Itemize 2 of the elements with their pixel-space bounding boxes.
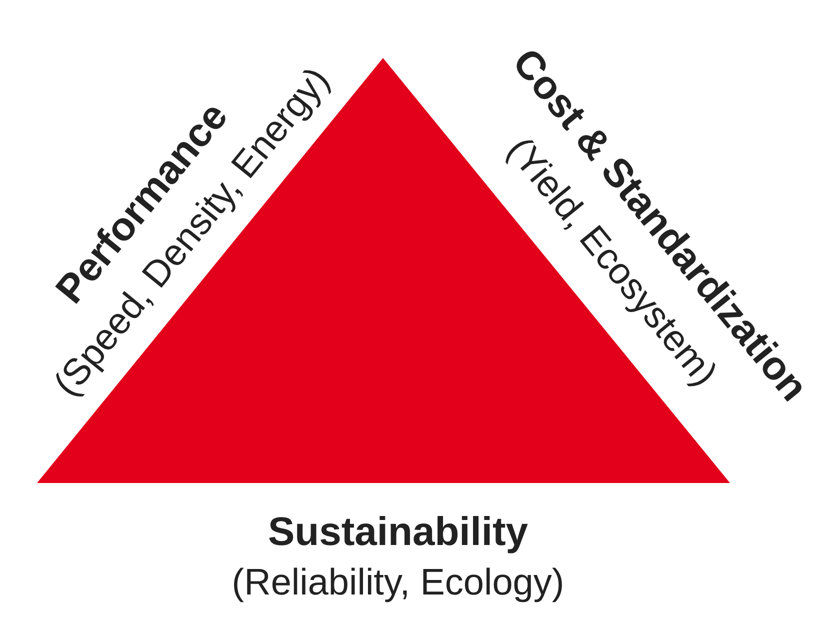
- side-heading: Sustainability: [268, 510, 528, 554]
- side-subtitle: (Reliability, Ecology): [232, 562, 564, 604]
